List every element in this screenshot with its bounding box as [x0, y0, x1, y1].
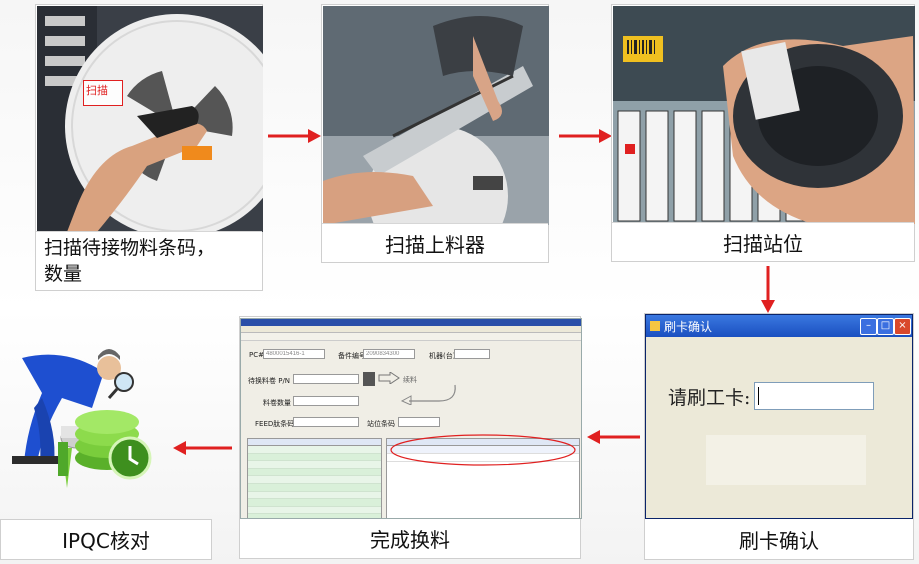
feed-indicator-icon	[363, 372, 375, 386]
step-scan-material-caption: 扫描待接物料条码， 数量	[36, 231, 262, 290]
feed-arrow-icon	[378, 372, 400, 384]
arrow-left-icon	[173, 441, 232, 455]
dialog-fade-area	[706, 435, 866, 485]
maximize-icon[interactable]: □	[877, 318, 894, 335]
arrow-right-icon	[559, 129, 612, 143]
qty-label: 料卷数量	[263, 399, 291, 407]
scan-material-photo: 扫描	[37, 6, 263, 232]
highlight-ellipse	[390, 434, 576, 466]
task-label: 备件编号	[338, 352, 366, 360]
card-input[interactable]	[754, 382, 874, 410]
feed-arrow-label: 续料	[403, 376, 417, 384]
software-tabs	[241, 333, 581, 341]
machine-field[interactable]	[454, 349, 490, 359]
scan-station-photo	[613, 6, 915, 224]
step-scan-station-card: 扫描站位	[611, 4, 915, 262]
card-confirm-dialog: 刷卡确认 – □ × 请刷工卡:	[645, 314, 913, 519]
software-window: PC# 备件编号 机器(台) 待换料卷 P/N 续料 料卷数量 FEED肽条码 …	[240, 318, 582, 519]
pn-field[interactable]	[293, 374, 359, 384]
software-titlebar	[241, 319, 581, 326]
close-icon[interactable]: ×	[894, 318, 911, 335]
pn-label: 待换料卷 P/N	[248, 377, 291, 385]
task-field[interactable]	[363, 349, 415, 359]
scan-feeder-photo	[323, 6, 549, 225]
feeder-table	[247, 438, 382, 518]
step-scan-feeder-caption: 扫描上料器	[322, 223, 548, 262]
minimize-icon[interactable]: –	[860, 318, 877, 335]
changeover-log-table	[386, 434, 580, 518]
app-icon	[650, 321, 660, 331]
dialog-title: 刷卡确认	[664, 319, 713, 334]
feeder-field[interactable]	[293, 417, 359, 427]
step-ipqc-card: IPQC核对	[0, 519, 212, 560]
step-scan-material-card: 扫描 扫描待接物料条码， 数量	[35, 4, 263, 291]
step-card-confirm-caption: 刷卡确认	[645, 518, 913, 559]
machine-label: 机器(台)	[429, 352, 456, 360]
feeder-label: FEED肽条码	[255, 420, 295, 428]
magnifier-icon	[114, 372, 134, 392]
card-prompt-label: 请刷工卡:	[668, 387, 751, 409]
pc-label: PC#	[249, 351, 264, 359]
scan-tag: 扫描	[83, 80, 123, 106]
step-scan-feeder-card: 扫描上料器	[321, 4, 549, 263]
ipqc-illustration	[2, 338, 182, 518]
software-menubar	[241, 326, 581, 333]
step-ipqc-caption: IPQC核对	[1, 520, 211, 559]
step-scan-station-caption: 扫描站位	[612, 222, 914, 261]
station-label: 站位条码	[367, 420, 395, 428]
pc-field[interactable]	[263, 349, 325, 359]
arrow-right-icon	[268, 129, 321, 143]
arrow-left-icon	[587, 430, 640, 444]
return-arrow-icon	[400, 384, 456, 405]
step-complete-caption: 完成换料	[240, 517, 580, 558]
dialog-titlebar: 刷卡确认	[646, 315, 912, 337]
arrow-down-icon	[761, 266, 775, 313]
qty-field[interactable]	[293, 396, 359, 406]
station-field[interactable]	[398, 417, 440, 427]
